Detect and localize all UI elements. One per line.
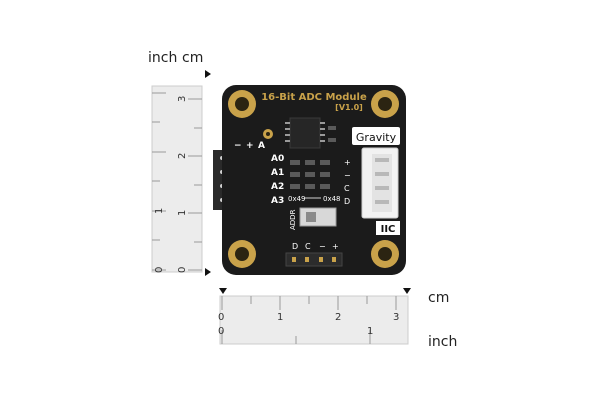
mounting-holes: [228, 90, 399, 268]
ruler-h-inch-0: 0: [218, 326, 224, 337]
pin-label-a0: A0: [271, 154, 284, 164]
ruler-inch-tick-0: 0: [154, 267, 165, 273]
bottom-pin-d: D: [292, 242, 298, 251]
bottom-unit-cm: cm: [428, 290, 449, 306]
addr-right-label: 0x48: [323, 195, 341, 203]
addr-left-label: 0x49: [288, 195, 306, 203]
left-unit-cm: cm: [182, 50, 203, 66]
connector-pin-d: D: [344, 197, 350, 206]
left-unit-inch: inch: [148, 50, 177, 66]
ruler-h-cm-2: 2: [335, 312, 341, 323]
connector-pin-c: C: [344, 184, 350, 193]
header-col-a: A: [258, 141, 265, 151]
connector-pin-minus: −: [344, 171, 351, 180]
iic-label: IIC: [376, 221, 400, 235]
pin-label-a3: A3: [271, 196, 284, 206]
svg-text:Gravity: Gravity: [356, 131, 397, 144]
addr-label: ADDR: [289, 209, 297, 230]
bottom-ruler: 0 1 2 3 0 1 cm inch: [218, 288, 457, 350]
bottom-pin-c: C: [305, 242, 311, 251]
gravity-connector: + − C D: [344, 147, 399, 219]
bottom-pin-minus: −: [319, 242, 326, 251]
adc-module-board: 16-Bit ADC Module [V1.0] Gravity − + A: [213, 85, 406, 275]
ruler-inch-tick-1: 1: [154, 208, 165, 214]
ruler-h-cm-1: 1: [277, 312, 283, 323]
svg-text:IIC: IIC: [381, 224, 396, 235]
pin-label-a1: A1: [271, 168, 284, 178]
board-title: 16-Bit ADC Module: [261, 92, 367, 103]
header-col-minus: −: [234, 141, 242, 151]
ruler-h-cm-3: 3: [393, 312, 399, 323]
pin-label-a2: A2: [271, 182, 284, 192]
address-switch: 0x49 0x48 ADDR: [288, 195, 341, 230]
ruler-cm-tick-0: 0: [177, 267, 188, 273]
left-ruler: 0 1 0 1 2 3 inch cm: [148, 50, 211, 276]
bottom-unit-inch: inch: [428, 334, 457, 350]
smd-components: [290, 126, 336, 189]
connector-pin-plus: +: [344, 158, 351, 167]
bottom-pin-plus: +: [332, 242, 339, 251]
ruler-cm-tick-2: 2: [177, 153, 188, 159]
header-col-plus: +: [246, 141, 254, 151]
adc-chip: [285, 117, 325, 149]
board-version: [V1.0]: [335, 103, 363, 112]
gravity-label: Gravity: [352, 127, 400, 145]
ruler-h-cm-0: 0: [218, 312, 224, 323]
ruler-h-inch-1: 1: [367, 326, 373, 337]
ruler-cm-tick-1: 1: [177, 210, 188, 216]
bottom-header: D C − +: [285, 242, 343, 267]
ruler-cm-tick-3: 3: [177, 96, 188, 102]
